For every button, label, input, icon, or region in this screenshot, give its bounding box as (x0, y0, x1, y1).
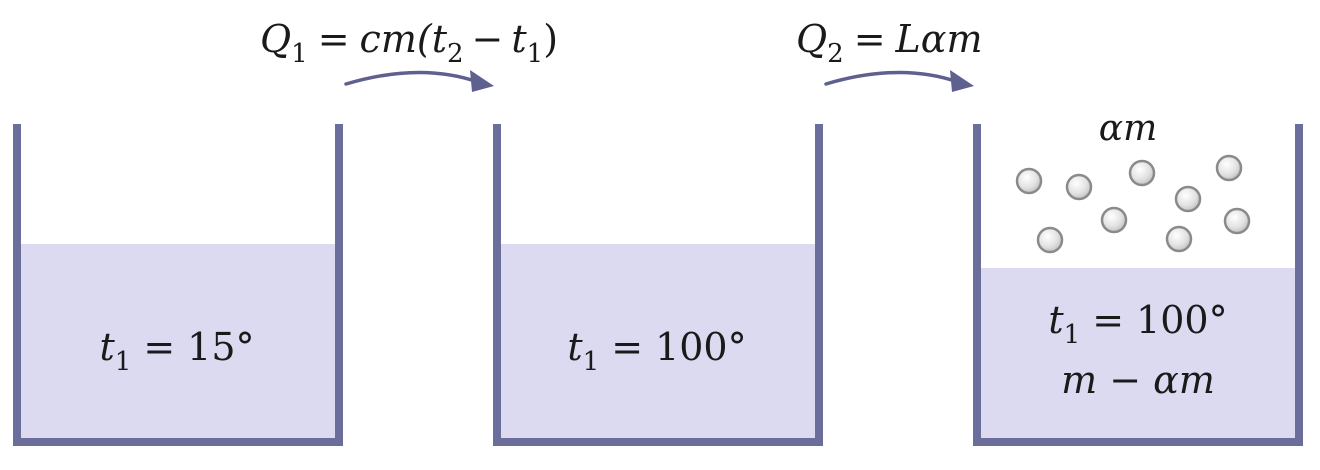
temperature-label: t1=15° (99, 325, 254, 377)
remaining-mass-label: m − αm (1061, 358, 1215, 402)
container-wall (973, 124, 1303, 446)
process-arrow-heating (344, 70, 494, 92)
vapor-bubble (1223, 207, 1251, 235)
temperature-label: t1=100° (567, 325, 746, 377)
vapor-bubble (1015, 167, 1043, 195)
liquid-fill (498, 244, 818, 440)
container-heated: t1=100° (493, 124, 823, 446)
container-wall (13, 124, 343, 446)
vapor-bubble (1215, 154, 1243, 182)
vapor-bubble (1174, 185, 1202, 213)
process-arrow-boiling (824, 70, 974, 92)
heating-formula: Q1=cm(t2−t1) (260, 17, 558, 69)
boiling-formula: Q2=Lαm (796, 17, 982, 69)
vapor-bubble (1128, 159, 1156, 187)
vapor-bubbles (1015, 154, 1251, 254)
vapor-bubble (1036, 226, 1064, 254)
container-initial: t1=15° (13, 124, 343, 446)
vapor-bubble (1065, 173, 1093, 201)
vapor-bubble (1165, 225, 1193, 253)
container-boiling: αm t1=100° m − αm (973, 108, 1303, 446)
vapor-bubble (1100, 206, 1128, 234)
vapor-label: αm (1099, 108, 1157, 149)
liquid-fill (978, 268, 1298, 440)
container-wall (493, 124, 823, 446)
temperature-label: t1=100° (1048, 298, 1227, 350)
liquid-fill (18, 244, 338, 440)
